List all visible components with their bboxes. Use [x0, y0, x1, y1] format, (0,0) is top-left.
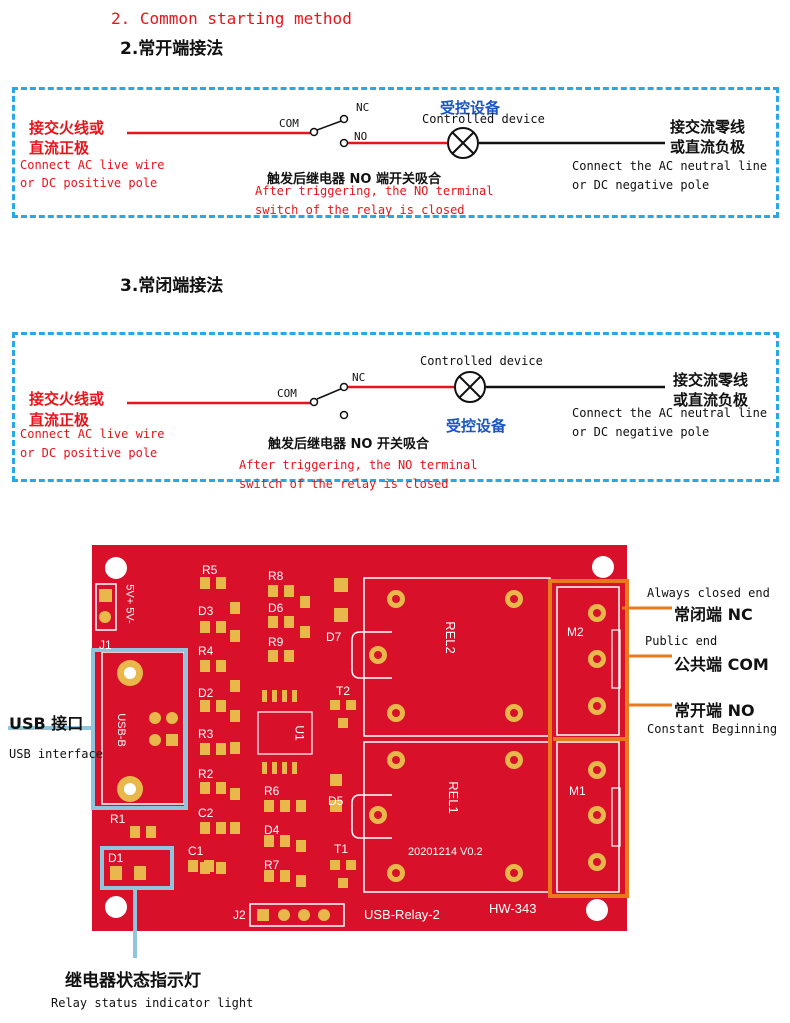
silk-r8: R8 — [268, 569, 284, 583]
usb-label-cn: USB 接口 — [9, 714, 84, 733]
d1-no-label: NO — [354, 130, 368, 143]
silk-rel1: REL1 — [445, 781, 461, 814]
diagram-nc-frame — [12, 332, 779, 482]
d2-live-cn-1: 接交火线或 — [29, 390, 105, 408]
d1-trigger-cn: 触发后继电器 NO 端开关吸合 — [267, 172, 441, 187]
silk-d2: D2 — [198, 686, 214, 700]
silk-d5: D5 — [328, 794, 344, 808]
d2-com-label: COM — [277, 387, 297, 400]
silk-r2: R2 — [198, 767, 214, 781]
smd-pads — [110, 577, 356, 888]
mount-hole-tr — [592, 556, 614, 578]
no-label-en: Constant Beginning — [647, 722, 778, 736]
u1-chip — [262, 690, 297, 774]
silk-r7: R7 — [264, 858, 280, 872]
mount-hole-tl — [105, 557, 127, 579]
silk-r4: R4 — [198, 644, 214, 658]
silk-j1: J1 — [99, 638, 112, 652]
section-title-en: 2. Common starting method — [111, 9, 352, 28]
d2-live-cn-2: 直流正极 — [29, 411, 90, 429]
d2-live-en-1: Connect AC live wire — [20, 427, 165, 441]
d2-neutral-en-2: or DC negative pole — [572, 425, 710, 439]
d1-device-en: Controlled device — [422, 112, 545, 126]
j1-header — [95, 583, 117, 631]
d1-live-cn-1: 接交火线或 — [29, 119, 105, 137]
pcb-substrate — [92, 545, 627, 931]
d2-device-en: Controlled device — [420, 354, 543, 368]
d1-live-cn-2: 直流正极 — [29, 139, 90, 157]
terminal-m2-outline — [556, 586, 620, 736]
d1-trigger-en-2: switch of the relay is closed — [255, 203, 465, 217]
silk-r6: R6 — [264, 784, 280, 798]
silk-m2: M2 — [567, 625, 584, 639]
silk-u1: U1 — [292, 725, 307, 741]
usb-label-en: USB interface — [9, 747, 103, 761]
no-label-cn: 常开端 NO — [674, 701, 755, 720]
silk-board-name: USB-Relay-2 — [364, 907, 440, 922]
silk-m1: M1 — [569, 784, 586, 798]
silk-d1: D1 — [108, 851, 124, 865]
d1-live-en-1: Connect AC live wire — [20, 158, 165, 172]
com-label-en: Public end — [645, 634, 718, 648]
silk-power: 5V+ 5V- — [123, 584, 136, 624]
silk-t2: T2 — [336, 684, 351, 698]
silk-r1: R1 — [110, 812, 126, 826]
silk-d4: D4 — [264, 823, 280, 837]
mount-hole-bl — [105, 896, 127, 918]
d1-trigger-en-1: After triggering, the NO terminal — [255, 184, 494, 198]
silk-d7: D7 — [326, 630, 342, 644]
terminal-m1-outline — [556, 741, 620, 893]
d2-trigger-cn: 触发后继电器 NO 开关吸合 — [268, 437, 429, 452]
silk-j2: J2 — [233, 908, 246, 922]
d1-neutral-cn-2: 或直流负极 — [670, 138, 746, 156]
d2-nc-label: NC — [352, 371, 366, 384]
led-label-cn: 继电器状态指示灯 — [65, 971, 201, 991]
d2-live-en-2: or DC positive pole — [20, 446, 158, 460]
diagram-nc-title: 3.常闭端接法 — [120, 276, 224, 296]
d1-device-cn: 受控设备 — [440, 99, 501, 117]
d2-trigger-en-2: switch of the relay is closed — [239, 477, 449, 491]
d1-neutral-en-1: Connect the AC neutral line — [572, 159, 768, 173]
nc-label-cn: 常闭端 NC — [674, 605, 753, 624]
d1-live-en-2: or DC positive pole — [20, 176, 158, 190]
nc-label-en: Always closed end — [647, 586, 770, 600]
d2-neutral-en-1: Connect the AC neutral line — [572, 406, 768, 420]
d2-trigger-en-1: After triggering, the NO terminal — [239, 458, 478, 472]
silk-rel2: REL2 — [442, 621, 458, 654]
silk-t1: T1 — [334, 842, 349, 856]
silk-c1: C1 — [188, 844, 204, 858]
d2-neutral-cn-1: 接交流零线 — [673, 371, 749, 389]
d1-neutral-cn-1: 接交流零线 — [670, 118, 746, 136]
silk-model: HW-343 — [489, 901, 537, 916]
diagram-no-frame — [12, 87, 779, 218]
silk-r5: R5 — [202, 563, 218, 577]
silk-d6: D6 — [268, 601, 284, 615]
silk-date: 20201214 V0.2 — [408, 846, 483, 858]
d1-nc-label: NC — [356, 101, 370, 114]
j2-header — [249, 903, 345, 927]
silk-r9: R9 — [268, 635, 284, 649]
terminal-highlight-box — [548, 579, 629, 898]
d1-com-label: COM — [279, 117, 299, 130]
silk-d3: D3 — [198, 604, 214, 618]
com-label-cn: 公共端 COM — [674, 655, 769, 674]
silk-usb-b: USB-B — [114, 713, 127, 747]
mount-hole-br — [586, 899, 608, 921]
silk-c2: C2 — [198, 806, 214, 820]
d2-device-cn: 受控设备 — [446, 417, 507, 435]
d2-neutral-cn-2: 或直流负极 — [673, 391, 749, 409]
d1-neutral-en-2: or DC negative pole — [572, 178, 710, 192]
silk-r3: R3 — [198, 727, 214, 741]
diagram-no-title: 2.常开端接法 — [120, 39, 224, 59]
led-label-en: Relay status indicator light — [51, 996, 254, 1010]
